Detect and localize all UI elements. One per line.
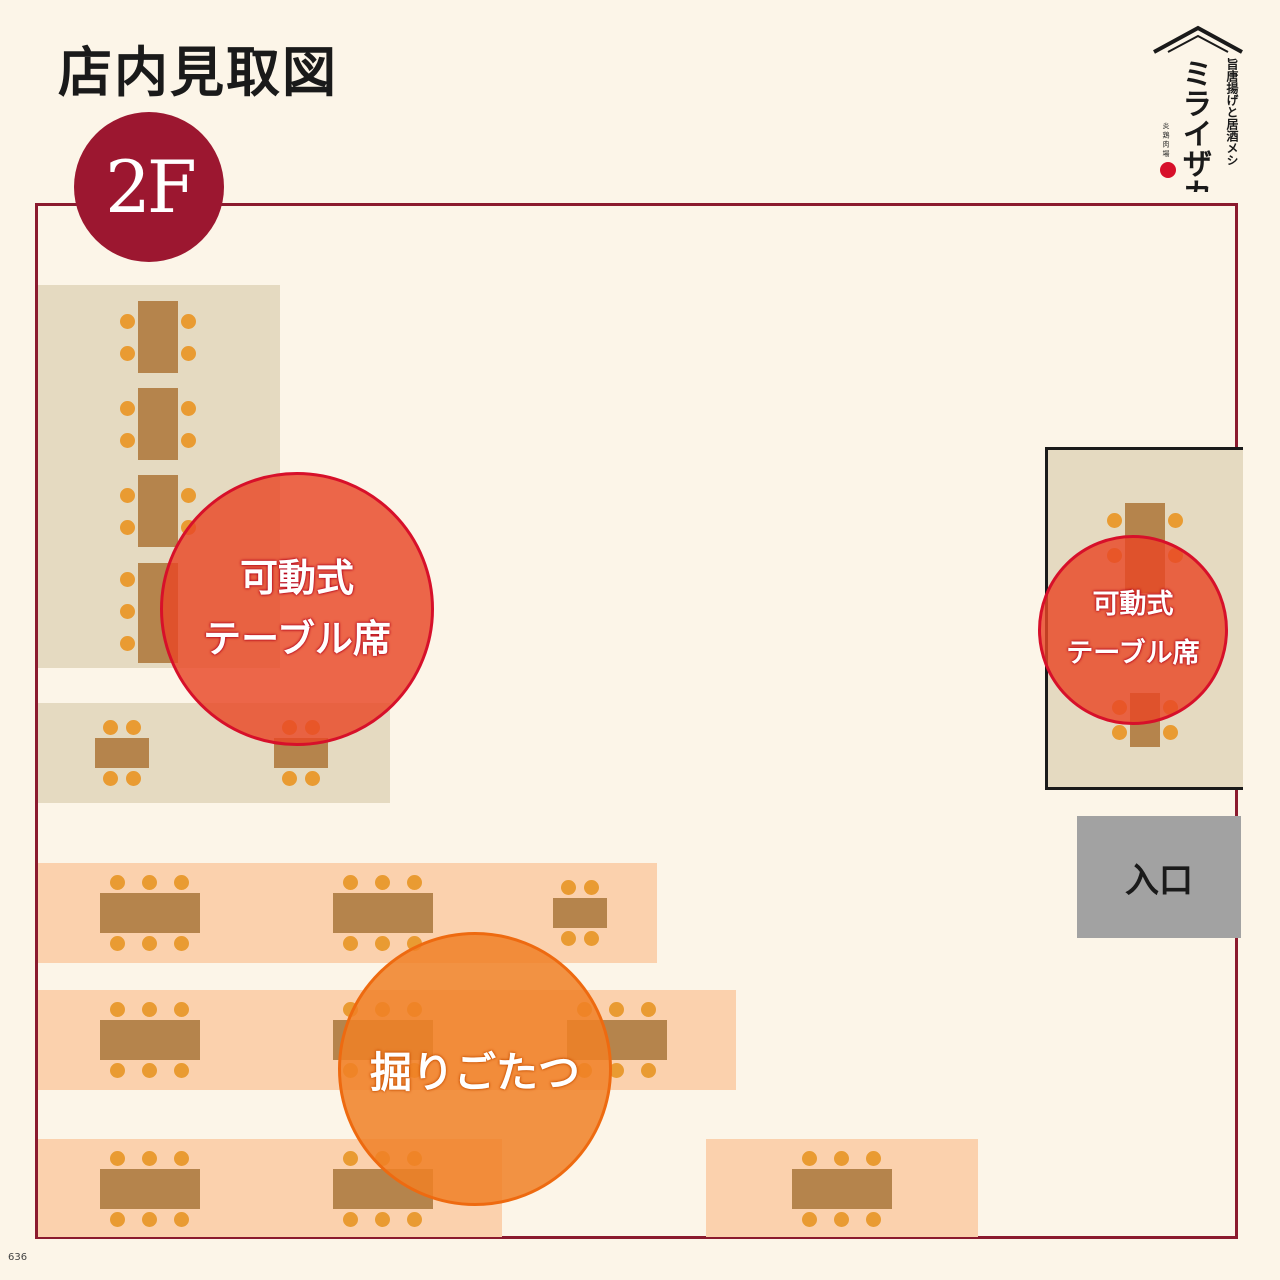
logo-name: ミライザカ	[1177, 58, 1212, 192]
chair	[407, 875, 422, 890]
table	[100, 893, 200, 933]
chair	[142, 1151, 157, 1166]
chair	[120, 604, 135, 619]
entrance: 入口	[1077, 816, 1241, 938]
chair	[120, 401, 135, 416]
chair	[103, 720, 118, 735]
roof-icon	[1153, 25, 1243, 54]
footer-code: 636	[8, 1252, 28, 1263]
seal-icon	[1160, 162, 1176, 178]
chair	[120, 346, 135, 361]
table	[333, 893, 433, 933]
movable-badge-line2: テーブル席	[203, 617, 391, 661]
chair	[103, 771, 118, 786]
chair	[609, 1063, 624, 1078]
chair	[110, 1151, 125, 1166]
chair	[802, 1212, 817, 1227]
chair	[343, 1151, 358, 1166]
chair	[120, 488, 135, 503]
chair	[375, 1212, 390, 1227]
chair	[142, 1212, 157, 1227]
chair	[181, 401, 196, 416]
chair	[174, 1002, 189, 1017]
chair	[181, 433, 196, 448]
chair	[120, 520, 135, 535]
table	[95, 738, 149, 768]
chair	[609, 1002, 624, 1017]
table	[138, 388, 178, 460]
table	[792, 1169, 892, 1209]
chair	[174, 1151, 189, 1166]
chair	[110, 1002, 125, 1017]
chair	[866, 1151, 881, 1166]
movable-badge-line1: 可動式	[239, 556, 354, 601]
chair	[174, 1212, 189, 1227]
chair	[1163, 725, 1178, 740]
chair	[1112, 725, 1127, 740]
table	[100, 1020, 200, 1060]
movable-badge-line2: テーブル席	[1066, 638, 1200, 669]
chair	[110, 1063, 125, 1078]
chair	[343, 936, 358, 951]
logo-tagline: 旨唐揚げと居酒メシ	[1225, 57, 1239, 166]
chair	[110, 1212, 125, 1227]
floor-label: 2F	[105, 145, 197, 229]
chair	[834, 1151, 849, 1166]
chair	[181, 346, 196, 361]
chair	[174, 936, 189, 951]
chair	[343, 1212, 358, 1227]
chair	[584, 880, 599, 895]
horigotatsu-label: 掘りごたつ	[369, 1047, 580, 1097]
logo-sub: 炎 鶏 肉 場	[1162, 122, 1170, 158]
chair	[407, 1212, 422, 1227]
chair	[120, 572, 135, 587]
chair	[110, 875, 125, 890]
chair	[375, 875, 390, 890]
chair	[375, 936, 390, 951]
chair	[120, 314, 135, 329]
chair	[305, 771, 320, 786]
chair	[834, 1212, 849, 1227]
chair	[126, 771, 141, 786]
table	[138, 301, 178, 373]
chair	[1107, 513, 1122, 528]
chair	[561, 880, 576, 895]
table	[138, 475, 178, 547]
chair	[142, 936, 157, 951]
chair	[282, 771, 297, 786]
chair	[142, 1063, 157, 1078]
chair	[181, 314, 196, 329]
chair	[561, 931, 576, 946]
horigotatsu-badge: 掘りごたつ	[338, 932, 612, 1206]
chair	[866, 1212, 881, 1227]
chair	[802, 1151, 817, 1166]
chair	[174, 1063, 189, 1078]
movable-table-badge-left: 可動式 テーブル席	[160, 472, 434, 746]
brand-logo: ミライザカ 旨唐揚げと居酒メシ 炎 鶏 肉 場	[1153, 25, 1243, 192]
chair	[1168, 513, 1183, 528]
chair	[142, 875, 157, 890]
chair	[181, 488, 196, 503]
page-title: 店内見取図	[58, 40, 338, 104]
chair	[343, 875, 358, 890]
chair	[174, 875, 189, 890]
chair	[120, 636, 135, 651]
chair	[120, 433, 135, 448]
movable-badge-line1: 可動式	[1092, 589, 1174, 621]
table	[100, 1169, 200, 1209]
floor-badge: 2F	[74, 112, 224, 262]
entrance-label: 入口	[1125, 860, 1193, 901]
chair	[641, 1063, 656, 1078]
chair	[142, 1002, 157, 1017]
table	[553, 898, 607, 928]
chair	[584, 931, 599, 946]
chair	[641, 1002, 656, 1017]
chair	[126, 720, 141, 735]
movable-table-badge-right: 可動式 テーブル席	[1038, 535, 1228, 725]
chair	[110, 936, 125, 951]
